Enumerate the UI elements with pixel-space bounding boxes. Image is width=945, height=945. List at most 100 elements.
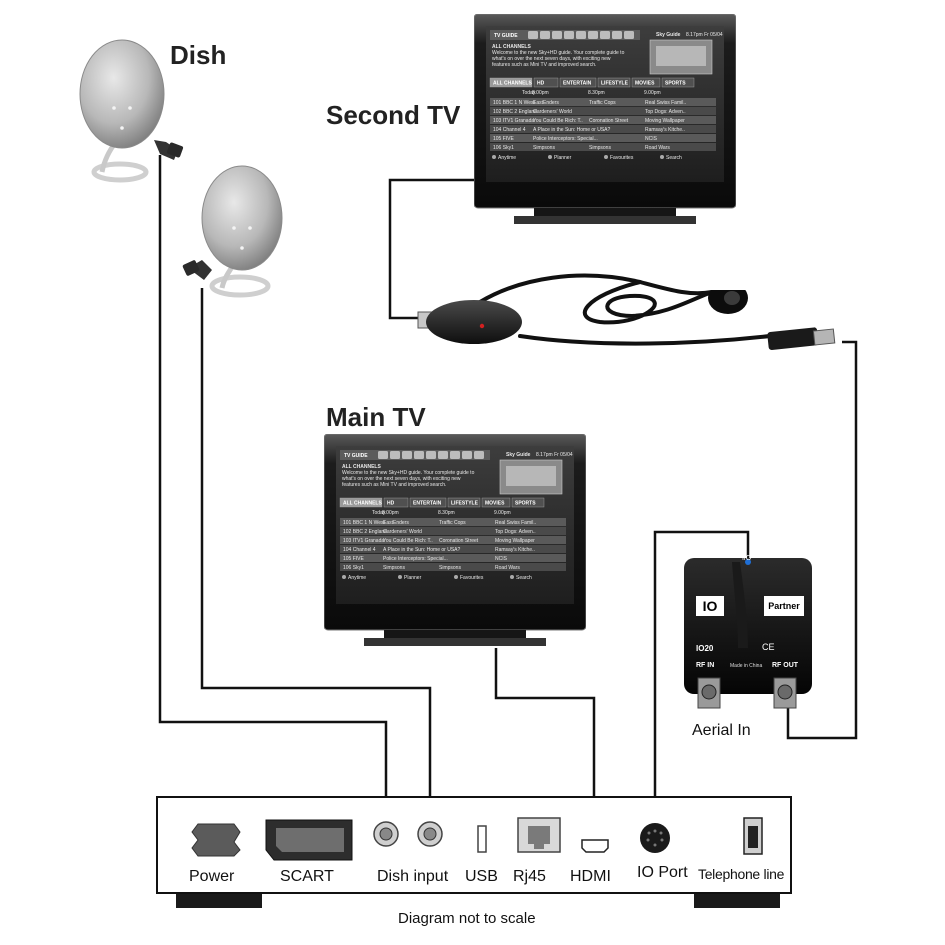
guide-footer-label: Planner [404, 575, 422, 581]
guide-row [490, 143, 716, 151]
guide-time-slot: 8.30pm [438, 510, 455, 516]
second-tv-label: Second TV [326, 100, 461, 130]
guide-cell: You Could Be Rich: T.. [533, 118, 583, 124]
guide-cell: Police Interceptors: Special... [533, 136, 598, 142]
guide-cell: Moving Wallpaper [645, 118, 685, 124]
guide-cell: Police Interceptors: Special... [383, 556, 448, 562]
ir-extender [417, 290, 836, 350]
guide-cell: Top Dogs: Adven.. [495, 529, 536, 535]
dish-input-2-icon[interactable] [417, 821, 443, 847]
guide-tab-label: MOVIES [485, 501, 505, 507]
guide-time-slot: Today [522, 90, 536, 96]
ir-led-icon [479, 323, 485, 329]
dish-label: Dish [170, 40, 227, 70]
guide-toolbar-icon [390, 451, 400, 459]
guide-brand: Sky Guide [656, 32, 681, 38]
guide-time-slot: 8.00pm [382, 510, 399, 516]
guide-toolbar-icon [552, 31, 562, 39]
receiver-foot-left [176, 894, 262, 908]
guide-footer-icon [454, 575, 458, 579]
guide-cell: NCIS [495, 556, 508, 562]
made-in-label: Made in China [730, 663, 763, 669]
guide-cell: 104 Channel 4 [493, 127, 526, 133]
ce-mark: CE [762, 642, 775, 652]
aerial-in-label: Aerial In [692, 722, 751, 739]
io20-partner-box: I/O IO Partner IO20 CE RF IN Made in Chi… [682, 552, 814, 710]
guide-channel-group: ALL CHANNELS [492, 44, 531, 50]
scart-socket-icon[interactable] [265, 819, 353, 861]
guide-tab [511, 497, 545, 508]
guide-mini-tv-picture [656, 46, 706, 66]
guide-cell: 105 FIVE [493, 136, 515, 142]
cable-dish2 [200, 288, 432, 826]
guide-footer-label: Anytime [498, 155, 516, 161]
guide-footer-icon [548, 155, 552, 159]
usb-port-icon[interactable] [477, 825, 487, 853]
guide-channel-group: ALL CHANNELS [342, 464, 381, 470]
logo-partner: Partner [768, 601, 800, 611]
guide-footer-label: Search [666, 155, 682, 161]
guide-cell: NCIS [645, 136, 658, 142]
guide-cell: Top Dogs: Adven.. [645, 109, 686, 115]
ir-receiver-pod [426, 300, 522, 344]
guide-footer-label: Favourites [460, 575, 484, 581]
cable-io-port [653, 530, 750, 822]
guide-toolbar-icon [624, 31, 634, 39]
guide-toolbar-icon [426, 451, 436, 459]
port-label-power: Power [189, 868, 235, 885]
guide-row [340, 536, 566, 544]
receiver-foot-right [694, 894, 780, 908]
coax-plug-icon [767, 327, 836, 350]
power-socket-icon[interactable] [191, 823, 241, 857]
guide-row [340, 554, 566, 562]
io-port-icon[interactable] [640, 823, 670, 853]
guide-cell: 102 BBC 2 England [493, 109, 537, 115]
guide-tab-label: HD [537, 81, 545, 87]
guide-tab-label: SPORTS [665, 81, 686, 87]
guide-tab-label: ENTERTAIN [413, 501, 442, 507]
satellite-dish-1 [79, 39, 184, 183]
model-label: IO20 [696, 644, 714, 653]
guide-cell: Gardeners' World [533, 109, 572, 115]
hdmi-port-icon[interactable] [581, 839, 609, 853]
guide-toolbar-icon [564, 31, 574, 39]
guide-cell: Real Swiss Famil.. [495, 520, 536, 526]
port-label-usb: USB [465, 868, 498, 885]
guide-cell: EastEnders [533, 100, 559, 106]
guide-cell: A Place in the Sun: Home or USA? [383, 547, 460, 553]
guide-cell: Road Wars [645, 145, 670, 151]
guide-footer-icon [604, 155, 608, 159]
guide-intro-line: Welcome to the new Sky+HD guide. Your co… [342, 470, 475, 476]
rf-in-label: RF IN [696, 662, 715, 669]
guide-time-slot: 9.00pm [644, 90, 661, 96]
guide-tab [447, 497, 481, 508]
port-label-io-port: IO Port [637, 864, 688, 881]
guide-header-text: TV GUIDE [344, 453, 368, 459]
guide-cell: Traffic Cops [439, 520, 466, 526]
guide-tab-label: MOVIES [635, 81, 655, 87]
guide-tab [597, 77, 631, 88]
guide-tab [409, 497, 447, 508]
receiver-rear-panel [156, 796, 792, 894]
rj45-port-icon[interactable] [517, 817, 561, 853]
guide-toolbar-icon [378, 451, 388, 459]
guide-time-slot: 9.00pm [494, 510, 511, 516]
guide-toolbar-icon [474, 451, 484, 459]
port-label-dish-input: Dish input [377, 868, 449, 885]
guide-intro-line: features such as Mini TV and improved se… [492, 62, 596, 68]
dish-input-1-icon[interactable] [373, 821, 399, 847]
guide-tab-label: ALL CHANNELS [493, 81, 532, 87]
guide-mini-tv-picture [506, 466, 556, 486]
guide-footer-icon [660, 155, 664, 159]
telephone-socket-icon[interactable] [743, 817, 763, 855]
ir-coil [582, 280, 714, 325]
satellite-dish-2 [182, 165, 283, 298]
guide-cell: Gardeners' World [383, 529, 422, 535]
receiver-ports [191, 817, 763, 861]
guide-toolbar-icon [438, 451, 448, 459]
port-label-rj45: Rj45 [513, 868, 546, 885]
guide-cell: EastEnders [383, 520, 409, 526]
rf-in-connector-icon [697, 677, 721, 709]
